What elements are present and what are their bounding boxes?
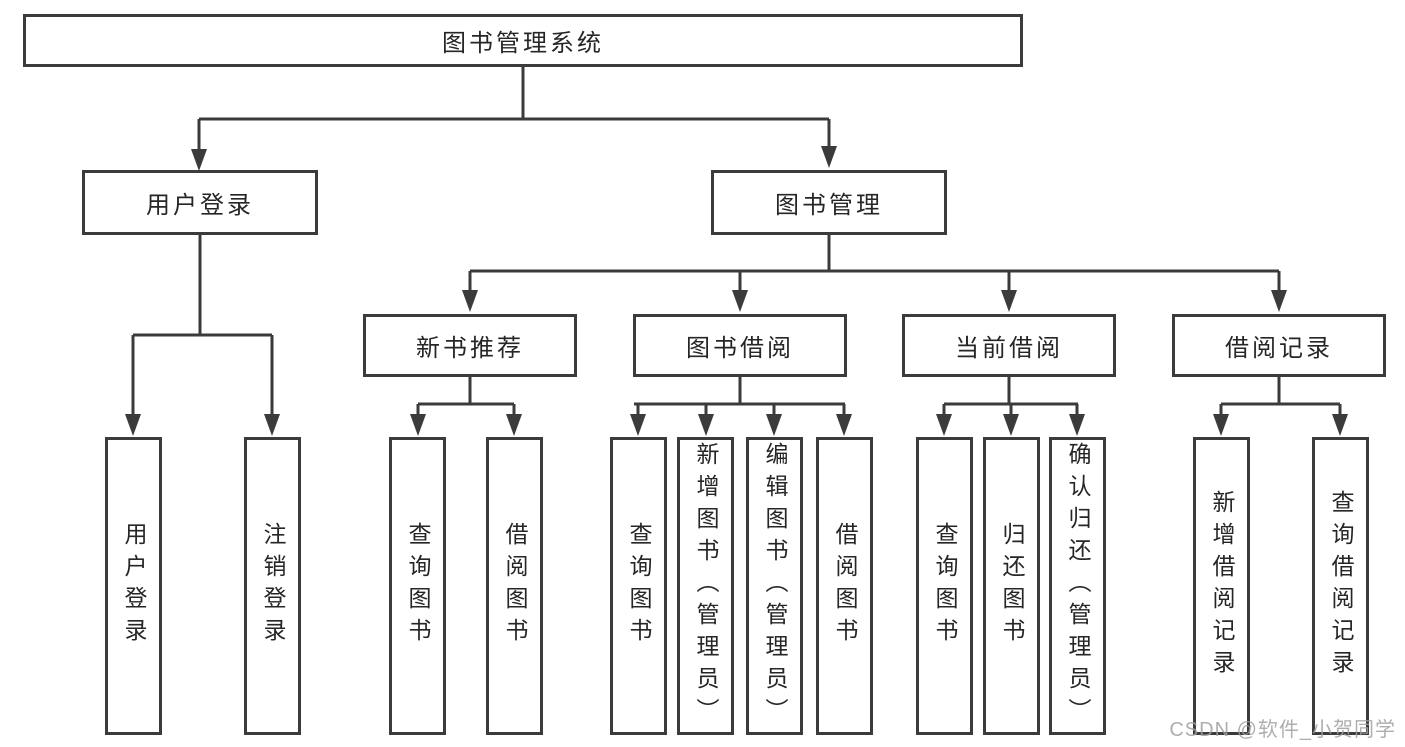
node-book-borrowing: 图书借阅	[633, 314, 847, 377]
leaf-add-borrow-record: 新增借阅记录	[1193, 437, 1250, 735]
arrowhead-icon	[1001, 290, 1017, 312]
arrowhead-icon	[1213, 414, 1229, 436]
leaf-borrow-books-2: 借阅图书	[816, 437, 873, 735]
connector-currentborrow-to-leaves	[936, 377, 1085, 436]
leaf-add-book-admin: 新增图书（管理员）	[677, 437, 734, 735]
arrowhead-icon	[1332, 414, 1348, 436]
node-new-book-recommend: 新书推荐	[363, 314, 577, 377]
arrowhead-icon	[264, 414, 280, 436]
connector-root-to-level2	[191, 67, 837, 171]
leaf-borrow-books-1: 借阅图书	[486, 437, 543, 735]
arrowhead-icon	[630, 414, 646, 436]
node-borrow-records: 借阅记录	[1172, 314, 1386, 377]
arrowhead-icon	[1003, 414, 1019, 436]
arrowhead-icon	[1271, 290, 1287, 312]
leaf-user-login: 用户登录	[105, 437, 162, 735]
leaf-confirm-return-admin: 确认归还（管理员）	[1049, 437, 1106, 735]
arrowhead-icon	[766, 414, 782, 436]
arrowhead-icon	[698, 414, 714, 436]
node-root: 图书管理系统	[23, 14, 1023, 67]
arrowhead-icon	[821, 146, 837, 168]
arrowhead-icon	[191, 149, 207, 171]
leaf-query-books-2: 查询图书	[610, 437, 667, 735]
leaf-query-borrow-record: 查询借阅记录	[1312, 437, 1369, 735]
arrowhead-icon	[936, 414, 952, 436]
arrowhead-icon	[410, 414, 426, 436]
leaf-query-books-1: 查询图书	[389, 437, 446, 735]
arrowhead-icon	[836, 414, 852, 436]
connector-bookmgmt-to-level3	[462, 235, 1287, 312]
arrowhead-icon	[462, 290, 478, 312]
arrowhead-icon	[125, 414, 141, 436]
connector-borrowrecords-to-leaves	[1213, 377, 1348, 436]
arrowhead-icon	[506, 414, 522, 436]
node-current-borrowing: 当前借阅	[902, 314, 1116, 377]
connector-bookborrow-to-leaves	[630, 377, 852, 436]
node-book-management: 图书管理	[711, 170, 947, 235]
leaf-edit-book-admin: 编辑图书（管理员）	[746, 437, 803, 735]
connector-newbook-to-leaves	[410, 377, 522, 436]
leaf-logout: 注销登录	[244, 437, 301, 735]
arrowhead-icon	[732, 290, 748, 312]
node-user-login: 用户登录	[82, 170, 318, 235]
leaf-query-books-3: 查询图书	[916, 437, 973, 735]
watermark: CSDN @软件_小贺同学	[1169, 719, 1396, 741]
leaf-return-book: 归还图书	[983, 437, 1040, 735]
arrowhead-icon	[1069, 414, 1085, 436]
connector-userlogin-to-leaves	[125, 235, 280, 436]
